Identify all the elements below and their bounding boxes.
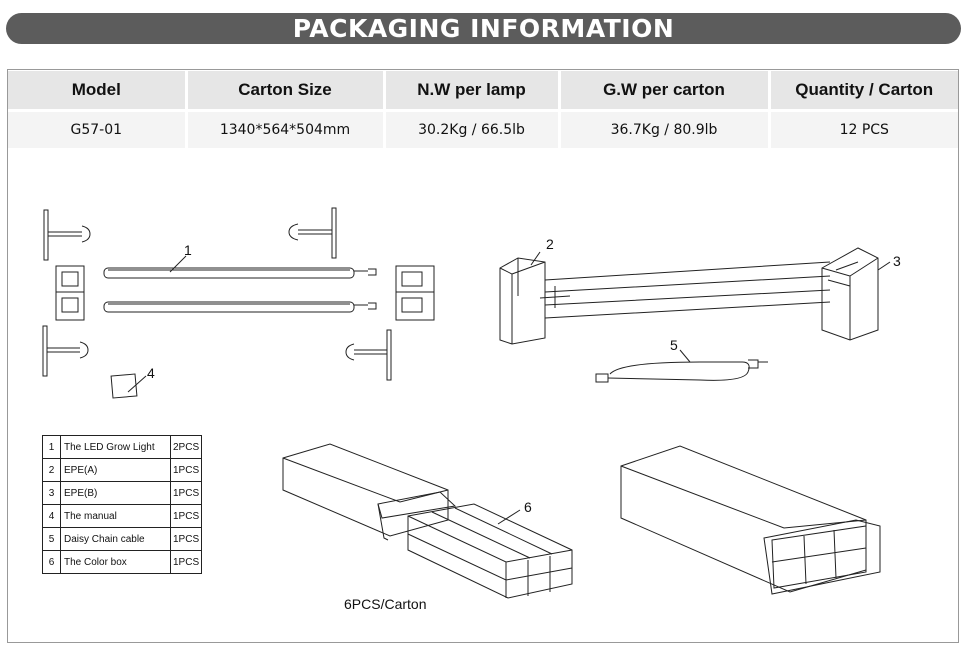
color-box-icon [407,503,573,599]
daisy-chain-cable-icon [595,359,768,383]
column-header-gross-weight: G.W per carton [559,71,771,111]
part-number: 3 [42,481,61,505]
page-title: PACKAGING INFORMATION [292,14,675,43]
packaging-spec-table: Model Carton Size N.W per lamp G.W per c… [8,71,958,148]
assembled-lamp-set-icon [499,247,879,345]
callout-6: 6 [524,499,532,515]
table-row: 3 EPE(B) 1PCS [42,481,202,505]
content-frame [7,69,959,643]
cell-gross-weight: 36.7Kg / 80.9lb [559,109,771,148]
mounting-bracket-icon [42,325,89,377]
epe-foam-b-icon [395,265,435,321]
cell-carton-size: 1340*564*504mm [186,109,386,148]
carton-box-icon [620,445,881,595]
part-quantity: 1PCS [170,550,202,574]
part-number: 6 [42,550,61,574]
part-name: EPE(A) [60,458,171,482]
part-quantity: 1PCS [170,458,202,482]
title-banner: PACKAGING INFORMATION [6,13,961,44]
column-header-carton-size: Carton Size [186,71,386,111]
column-header-quantity: Quantity / Carton [769,71,958,111]
table-row: 1 The LED Grow Light 2PCS [42,435,202,459]
callout-5: 5 [670,337,678,353]
part-name: EPE(B) [60,481,171,505]
part-number: 2 [42,458,61,482]
manual-icon [110,373,138,399]
table-row: 4 The manual 1PCS [42,504,202,528]
part-quantity: 1PCS [170,527,202,551]
part-number: 1 [42,435,61,459]
part-name: Daisy Chain cable [60,527,171,551]
part-name: The LED Grow Light [60,435,171,459]
part-quantity: 1PCS [170,481,202,505]
part-number: 5 [42,527,61,551]
mounting-bracket-icon [288,207,337,259]
spec-header-row: Model Carton Size N.W per lamp G.W per c… [8,71,958,111]
led-grow-light-icon [103,301,377,313]
table-row: 2 EPE(A) 1PCS [42,458,202,482]
column-header-model: Model [8,71,188,111]
part-quantity: 1PCS [170,504,202,528]
parts-list-table: 1 The LED Grow Light 2PCS 2 EPE(A) 1PCS … [42,435,202,574]
table-row: 6 The Color box 1PCS [42,550,202,574]
part-number: 4 [42,504,61,528]
callout-1: 1 [184,242,192,258]
part-name: The manual [60,504,171,528]
epe-foam-a-icon [55,265,85,321]
carton-caption: 6PCS/Carton [344,596,427,612]
cell-model: G57-01 [8,109,188,148]
callout-2: 2 [546,236,554,252]
column-header-net-weight: N.W per lamp [384,71,561,111]
led-grow-light-icon [103,267,377,279]
callout-4: 4 [147,365,155,381]
table-row: 5 Daisy Chain cable 1PCS [42,527,202,551]
part-quantity: 2PCS [170,435,202,459]
part-name: The Color box [60,550,171,574]
mounting-bracket-icon [43,209,91,261]
cell-quantity: 12 PCS [769,109,958,148]
cell-net-weight: 30.2Kg / 66.5lb [384,109,561,148]
spec-data-row: G57-01 1340*564*504mm 30.2Kg / 66.5lb 36… [8,109,958,148]
callout-3: 3 [893,253,901,269]
mounting-bracket-icon [345,329,392,381]
